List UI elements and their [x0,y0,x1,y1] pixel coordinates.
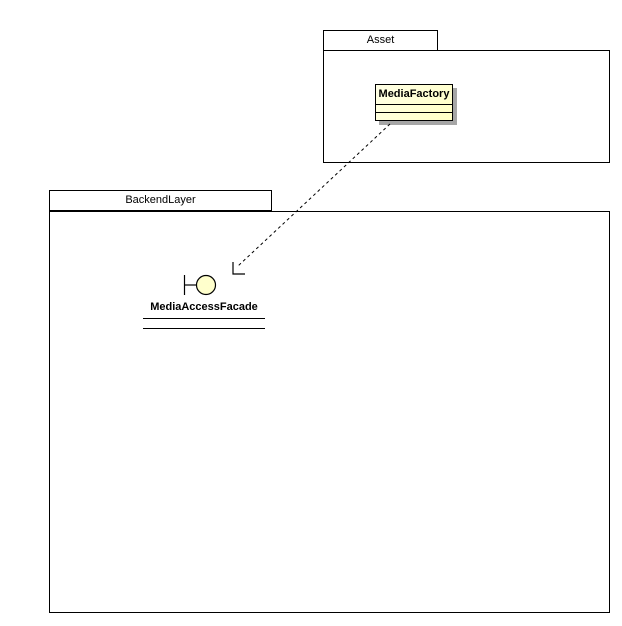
class-attributes-compartment [376,105,452,113]
package-backendlayer-body[interactable] [49,211,610,613]
class-operations-compartment [376,113,452,120]
package-asset-body[interactable] [323,50,610,163]
package-asset-label: Asset [366,34,395,46]
dependency-dashed-line[interactable] [237,123,391,267]
package-asset-tab[interactable]: Asset [323,30,438,51]
interface-media-access-facade-label: MediaAccessFacade [150,301,258,313]
class-media-factory-name: MediaFactory [376,85,452,105]
class-media-factory[interactable]: MediaFactory [375,84,453,121]
interface-ball-icon[interactable] [195,274,217,296]
package-backendlayer-tab[interactable]: BackendLayer [49,190,272,211]
package-backendlayer-label: BackendLayer [125,194,196,206]
